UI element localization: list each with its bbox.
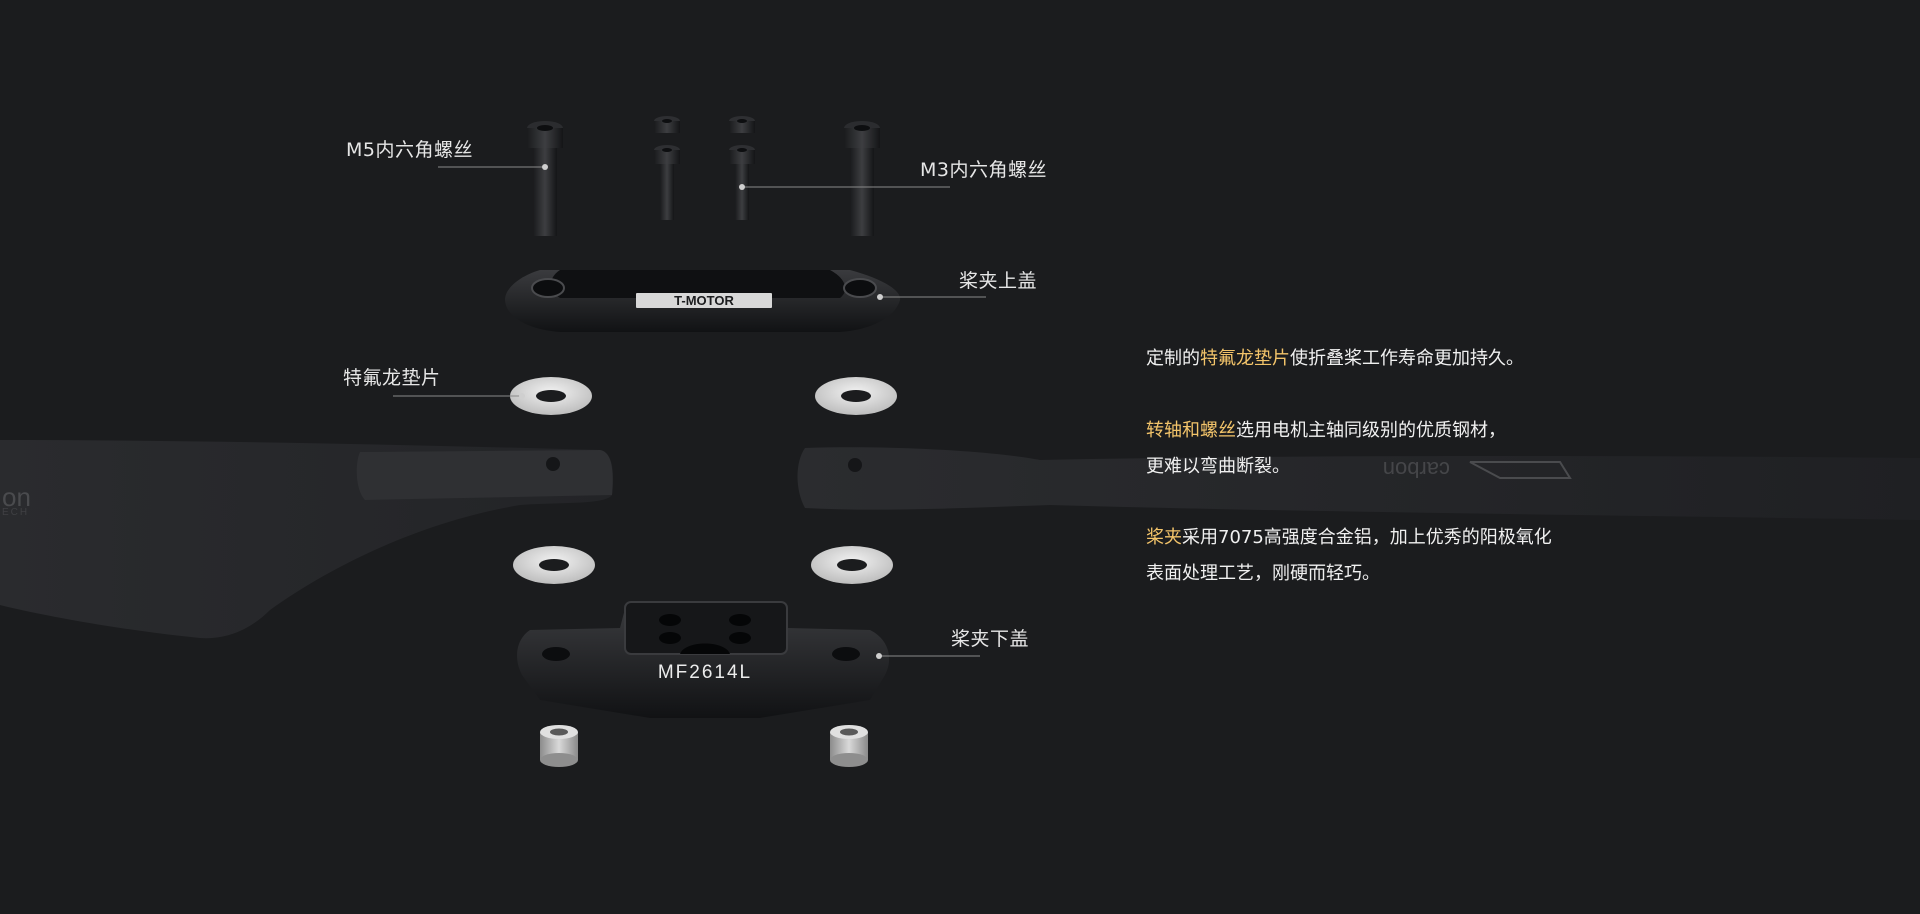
m3-screw-label: M3内六角螺丝 — [920, 159, 1047, 181]
bottom-cover-model: MF2614L — [658, 662, 752, 683]
washer-label: 特氟龙垫片 — [343, 367, 441, 389]
bushing-left — [540, 725, 578, 767]
leader-lines — [393, 164, 986, 659]
desc3-post: 采用7075高强度合金铝，加上优秀的阳极氧化 — [1182, 527, 1552, 548]
top-cover-logo: T-MOTOR — [674, 293, 734, 308]
m5-screw-right — [844, 121, 880, 236]
description-clamp: 桨夹采用7075高强度合金铝，加上优秀的阳极氧化 表面处理工艺，刚硬而轻巧。 — [1146, 520, 1746, 592]
desc1-post: 使折叠桨工作寿命更加持久。 — [1290, 348, 1524, 369]
washer-lower-right — [811, 546, 893, 584]
m3-screw-4 — [729, 145, 755, 220]
propeller-hub-left — [357, 450, 613, 500]
m3-screw-1 — [654, 116, 680, 133]
description-washer: 定制的特氟龙垫片使折叠桨工作寿命更加持久。 — [1146, 341, 1746, 377]
description-shaft-screws: 转轴和螺丝选用电机主轴同级别的优质钢材， 更难以弯曲断裂。 — [1146, 413, 1746, 485]
desc3-highlight: 桨夹 — [1146, 527, 1182, 548]
washer-lower-left — [513, 546, 595, 584]
bushing-right — [830, 725, 868, 767]
m3-screw-2 — [729, 116, 755, 133]
desc1-pre: 定制的 — [1146, 348, 1200, 369]
bottom-cover-label: 桨夹下盖 — [951, 628, 1029, 650]
m5-screw-label: M5内六角螺丝 — [346, 139, 473, 161]
desc2-line2: 更难以弯曲断裂。 — [1146, 449, 1746, 485]
desc2-post: 选用电机主轴同级别的优质钢材， — [1236, 420, 1506, 441]
desc1-highlight: 特氟龙垫片 — [1200, 348, 1290, 369]
washer-upper-right — [815, 377, 897, 415]
top-cover-label: 桨夹上盖 — [959, 270, 1037, 292]
m5-screw-left — [527, 121, 563, 236]
top-cover-part: T-MOTOR — [505, 270, 900, 332]
prop-text-left-sub: ECH — [2, 507, 29, 518]
desc2-highlight: 转轴和螺丝 — [1146, 420, 1236, 441]
bottom-cover-part: MF2614L — [517, 602, 889, 718]
desc3-line2: 表面处理工艺，刚硬而轻巧。 — [1146, 556, 1746, 592]
m3-screw-3 — [654, 145, 680, 220]
